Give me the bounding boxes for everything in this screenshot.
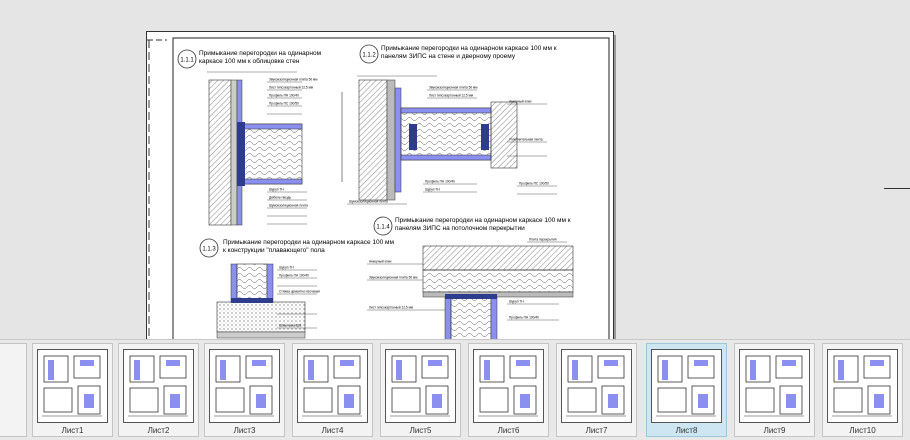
callout: Звукоизоляционная плита 50 мм	[269, 78, 317, 82]
sheet-thumbnail[interactable]: Лист3	[204, 343, 285, 437]
thumbnail-preview	[123, 349, 194, 423]
callout: Лист гипсокартонный 12,5 мм	[429, 94, 473, 98]
callout: Шумоизоляционная лента	[349, 200, 388, 204]
callout: Анкерный клин	[509, 100, 532, 104]
callout: Лист гипсокартонный 12,5 мм	[369, 306, 413, 310]
sheet-thumbnail[interactable]: Лист5	[380, 343, 461, 437]
detail-1-1-4: 1.1.4 Примыкание перегородки на одинарно…	[367, 216, 574, 343]
thumbnail-preview	[297, 349, 368, 423]
sheet-thumbnail[interactable]: Лист9	[734, 343, 815, 437]
detail-1-1-1: 1.1.1 Примыкание перегородки на одинарно…	[177, 49, 322, 226]
callout: Профиль ПН 100/40	[269, 94, 299, 98]
sheet-thumbnail[interactable]: Лист7	[556, 343, 637, 437]
thumbnail-partial[interactable]	[0, 343, 27, 437]
thumbnail-label: Лист3	[233, 426, 256, 435]
drawing-canvas[interactable]: 1.1.1 Примыкание перегородки на одинарно…	[0, 0, 910, 365]
thumbnail-preview	[827, 349, 898, 423]
detail-num: 1.1.2	[362, 53, 376, 59]
edge-line	[884, 188, 910, 189]
callout: Профиль ПС 100/50	[269, 102, 299, 106]
thumbnail-preview	[37, 349, 108, 423]
callout: Шумоизоляционная лента	[269, 204, 308, 208]
thumbnail-preview	[739, 349, 810, 423]
detail-1-1-2: 1.1.2 Примыкание перегородки на одинарно…	[341, 44, 557, 205]
drawing-sheet[interactable]: 1.1.1 Примыкание перегородки на одинарно…	[146, 31, 614, 363]
sheet-thumbnail[interactable]: Лист2	[118, 343, 199, 437]
thumbnail-preview	[385, 349, 456, 423]
sheet-thumbnail[interactable]: Лист10	[822, 343, 903, 437]
thumbnail-label: Лист1	[61, 426, 84, 435]
detail-num: 1.1.4	[376, 225, 390, 231]
callout: Стяжка цементно-песчаная	[279, 290, 320, 294]
callout: Лист гипсокартонный 12,5 мм	[269, 86, 313, 90]
callout: Звукоизоляционная плита 50 мм	[369, 276, 417, 280]
thumbnail-label: Лист10	[849, 426, 876, 435]
detail-title: Примыкание перегородки на одинарном карк…	[223, 239, 394, 246]
callout: Профиль ПН 100/40	[509, 316, 539, 320]
thumbnail-label: Лист7	[585, 426, 608, 435]
detail-title: каркасе 100 мм к облицовке стен	[199, 57, 300, 65]
detail-title: к конструкции "плавающего" пола	[223, 247, 325, 254]
detail-title: панелям ЗИПС на стене и дверному проему	[381, 53, 516, 60]
callout: Профиль ПН 100/40	[425, 180, 455, 184]
callout: Профиль ПС 100/50	[519, 182, 549, 186]
detail-num: 1.1.3	[202, 247, 216, 253]
thumbnail-label: Лист2	[147, 426, 170, 435]
callout: Уплотнительная лента	[509, 138, 543, 142]
callout: Анкерный клин	[369, 260, 392, 264]
detail-title: Примыкание перегородки на одинарном карк…	[381, 45, 557, 52]
sheet-thumbnail[interactable]: Лист8	[646, 343, 727, 437]
sheet-thumbnail[interactable]: Лист1	[32, 343, 113, 437]
callout: Шуруп ТН	[269, 188, 284, 192]
callout: Шуруп ТН	[279, 266, 294, 270]
callout: Звукоизоляционная плита 50 мм	[429, 86, 477, 90]
callout: Шпаклевка ШВ	[279, 324, 301, 328]
thumbnail-preview	[651, 349, 722, 423]
detail-title: панелям ЗИПС на потолочном перекрытии	[395, 225, 525, 232]
detail-num: 1.1.1	[180, 58, 194, 64]
detail-1-1-3: 1.1.3 Примыкание перегородки на одинарно…	[199, 238, 394, 339]
drawing-svg: 1.1.1 Примыкание перегородки на одинарно…	[147, 37, 610, 359]
detail-title: Примыкание перегородки на одинарном	[199, 50, 322, 57]
thumbnail-label: Лист5	[409, 426, 432, 435]
callout: Шуруп ТН	[509, 300, 524, 304]
thumbnail-label: Лист8	[675, 426, 698, 435]
callout: Дюбель-гвоздь	[269, 196, 291, 200]
detail-title: Примыкание перегородки на одинарном карк…	[395, 217, 571, 224]
callout: Шуруп ТН	[425, 188, 440, 192]
callout: Профиль ПН 100/40	[279, 274, 309, 278]
thumbnail-label: Лист9	[763, 426, 786, 435]
callout: Плита перекрытия	[529, 238, 557, 242]
thumbnail-label: Лист4	[321, 426, 344, 435]
thumbnail-preview	[473, 349, 544, 423]
sheet-thumbnail[interactable]: Лист6	[468, 343, 549, 437]
sheet-thumbnail[interactable]: Лист4	[292, 343, 373, 437]
thumbnail-preview	[209, 349, 280, 423]
thumbnail-label: Лист6	[497, 426, 520, 435]
thumbnail-preview	[561, 349, 632, 423]
